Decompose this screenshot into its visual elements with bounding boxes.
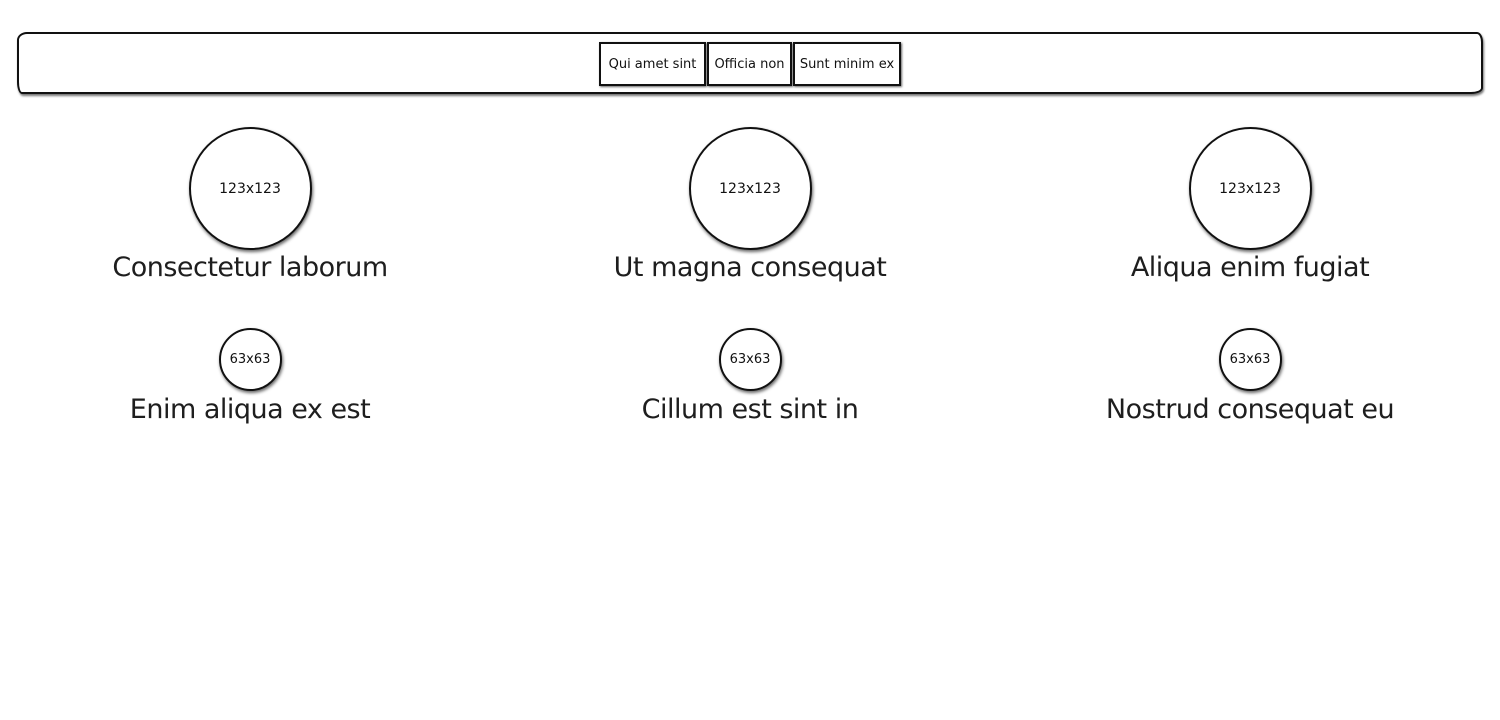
feature-caption: Aliqua enim fugiat <box>1130 252 1370 283</box>
image-placeholder-small: 63x63 <box>718 328 782 391</box>
image-size-label: 123x123 <box>719 180 781 197</box>
small-card-1: 63x63 Enim aliqua ex est <box>50 328 450 426</box>
small-caption: Cillum est sint in <box>641 394 859 425</box>
feature-caption: Consectetur laborum <box>112 252 388 283</box>
image-size-label: 123x123 <box>1219 180 1281 197</box>
image-placeholder-large: 123x123 <box>1188 127 1312 250</box>
feature-card-2: 123x123 Ut magna consequat <box>550 127 950 284</box>
image-size-label: 123x123 <box>219 180 281 197</box>
nav-button-group: Qui amet sint Officia non Sunt minim ex <box>599 42 901 86</box>
small-card-3: 63x63 Nostrud consequat eu <box>1050 328 1450 426</box>
feature-caption: Ut magna consequat <box>613 252 887 283</box>
image-placeholder-large: 123x123 <box>688 127 812 250</box>
feature-card-3: 123x123 Aliqua enim fugiat <box>1050 127 1450 284</box>
image-placeholder-large: 123x123 <box>188 127 312 250</box>
image-placeholder-small: 63x63 <box>1218 328 1282 391</box>
nav-button-sunt-minim-ex[interactable]: Sunt minim ex <box>793 42 901 86</box>
image-size-label: 63x63 <box>229 352 271 367</box>
feature-card-1: 123x123 Consectetur laborum <box>50 127 450 284</box>
image-placeholder-small: 63x63 <box>218 328 282 391</box>
small-caption: Enim aliqua ex est <box>129 394 371 425</box>
nav-button-qui-amet-sint[interactable]: Qui amet sint <box>599 42 706 86</box>
small-caption: Nostrud consequat eu <box>1105 394 1395 425</box>
image-size-label: 63x63 <box>729 352 771 367</box>
nav-button-officia-non[interactable]: Officia non <box>707 42 792 86</box>
small-card-2: 63x63 Cillum est sint in <box>550 328 950 426</box>
image-size-label: 63x63 <box>1229 352 1271 367</box>
